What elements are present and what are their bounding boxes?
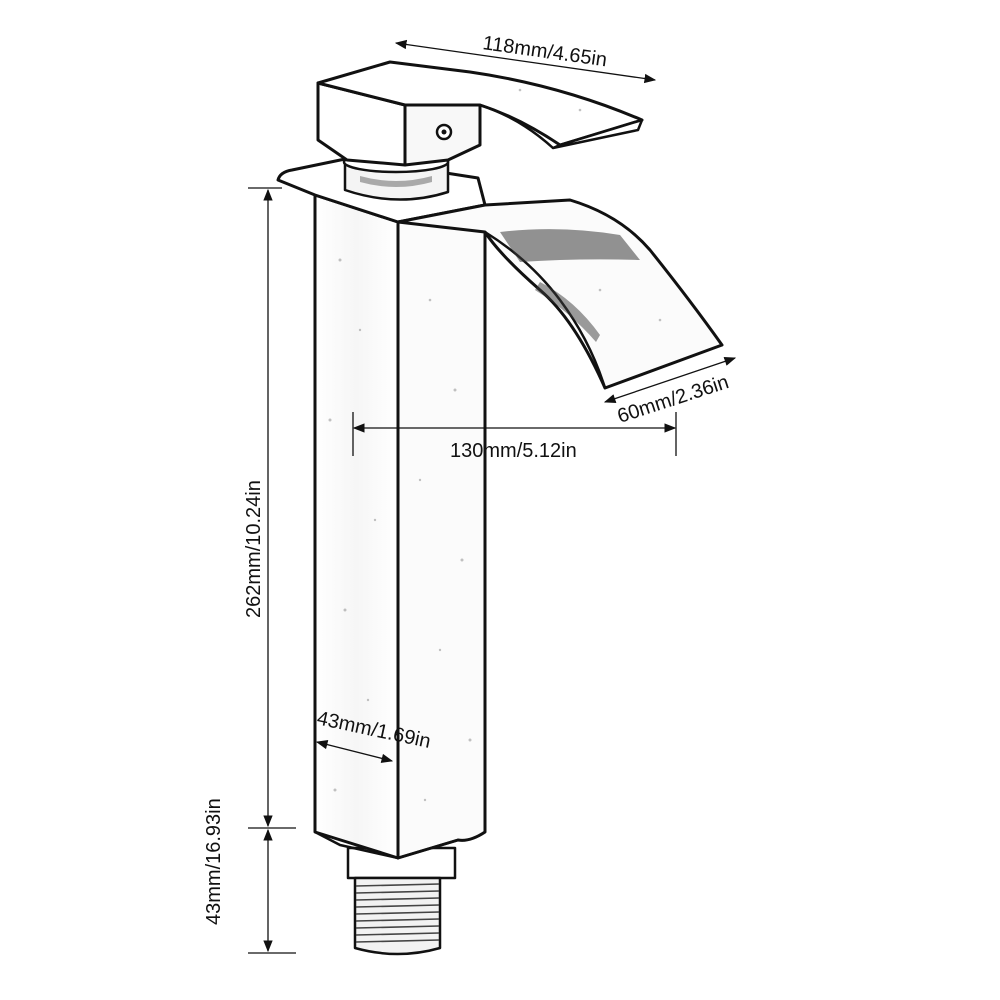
lever-underside [479,103,554,149]
dimension-lines [248,39,737,954]
waterfall-spout [396,198,724,390]
nut-shading [360,176,432,187]
faucet-drawing [276,60,724,956]
label-thread-length: 43mm/16.93in [203,798,225,925]
dim-line-handle-length [394,39,657,84]
spout-shadow [535,282,600,342]
threaded-connector [346,846,457,956]
body-left-face [313,193,400,860]
label-spout-reach: 130mm/5.12in [450,440,577,462]
chrome-speckles [328,88,662,802]
body-right-face [396,203,487,860]
label-body-height: 262mm/10.24in [243,480,265,618]
spout-highlight [500,229,640,262]
label-handle-length: 118mm/4.65in [481,32,608,71]
body-bottom-edge [314,830,459,860]
dim-line-spout-width [603,356,737,404]
dim-line-body-width [315,740,394,763]
